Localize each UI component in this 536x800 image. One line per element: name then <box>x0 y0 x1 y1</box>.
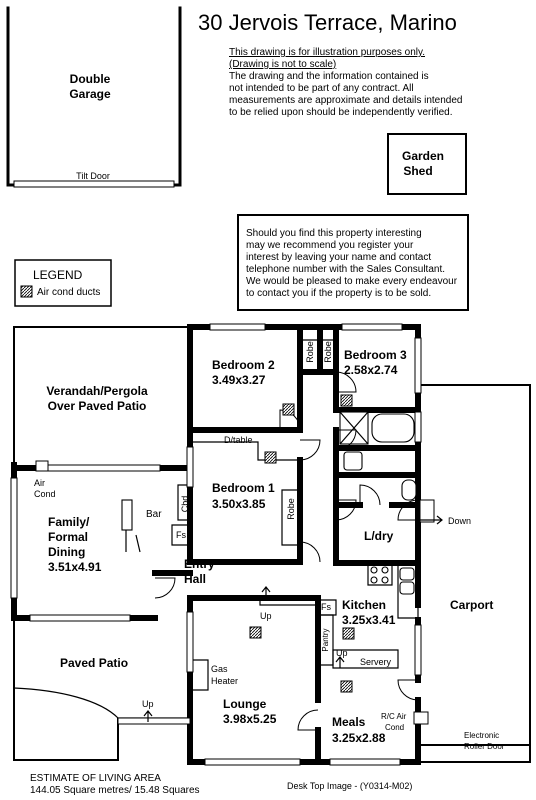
tilt-door-label: Tilt Door <box>76 171 110 181</box>
bar-label: Bar <box>146 509 162 520</box>
disclaimer-line-5: measurements are approximate and details… <box>229 95 462 106</box>
garden-shed: Garden Shed <box>387 133 467 195</box>
disclaimer-line-6: to be relied upon should be independentl… <box>229 107 453 118</box>
bathroom-fixtures <box>339 411 417 595</box>
air-duct-icon <box>342 627 355 640</box>
lounge-name: Lounge <box>223 697 267 711</box>
robe-label-bedroom1: Robe <box>286 498 296 520</box>
toilet-icon <box>401 479 417 501</box>
robe-label-bedroom3: Robe <box>323 341 333 363</box>
notice-box: Should you find this property interestin… <box>237 214 469 311</box>
carport-name: Carport <box>450 598 493 612</box>
shed-label-1: Garden <box>402 149 444 163</box>
verandah-label-1: Verandah/Pergola <box>46 384 148 398</box>
family-label-1: Family/ <box>48 515 90 529</box>
rc-aircond-label-1: R/C Air <box>381 712 407 721</box>
air-duct-icon <box>282 403 295 416</box>
air-duct-icon <box>264 451 277 464</box>
gas-heater-label-2: Heater <box>211 676 238 686</box>
family-label-3: Dining <box>48 545 85 559</box>
rc-aircond-label-2: Cond <box>385 723 404 732</box>
bedroom1-name: Bedroom 1 <box>212 481 275 495</box>
notice-line-6: to contact you if the property is to be … <box>246 288 431 299</box>
roller-door-label-2: Roller Door <box>464 742 505 751</box>
garage-label-1: Double <box>70 72 111 86</box>
estimate-title: ESTIMATE OF LIVING AREA <box>30 773 161 784</box>
kitchen-size: 3.25x3.41 <box>342 613 396 627</box>
direction-arrows <box>143 515 443 722</box>
bathtub-icon <box>371 413 415 443</box>
image-reference: Desk Top Image - (Y0314-M02) <box>287 781 412 791</box>
aircond-label-1: Air <box>34 478 45 488</box>
laundry-name: L/dry <box>364 529 394 543</box>
shed-label-2: Shed <box>403 164 432 178</box>
notice-line-3: interest by leaving your name and contac… <box>246 252 431 263</box>
disclaimer-line-3: The drawing and the information containe… <box>229 71 429 82</box>
sink-icon <box>399 567 415 581</box>
notice-line-2: may we recommend you register your <box>246 240 414 251</box>
interior-details <box>13 339 531 763</box>
air-duct-icon <box>340 394 353 407</box>
dtable-label: D/table <box>224 435 253 445</box>
disclaimer-line-1: This drawing is for illustration purpose… <box>229 47 425 58</box>
disclaimer-line-4: not intended to be part of any contract.… <box>229 83 414 94</box>
bedroom1-size: 3.50x3.85 <box>212 497 266 511</box>
entry-label-2: Hall <box>184 572 206 586</box>
notice-line-5: We would be pleased to make every endeav… <box>246 276 458 287</box>
legend: LEGEND Air cond ducts <box>14 259 112 307</box>
disclaimer-line-2: (Drawing is not to scale) <box>229 59 336 70</box>
family-label-2: Formal <box>48 530 88 544</box>
patio-name: Paved Patio <box>60 656 128 670</box>
up-label-kitchen: Up <box>336 648 348 658</box>
family-size: 3.51x4.91 <box>48 560 102 574</box>
meals-name: Meals <box>332 715 366 729</box>
notice-line-4: telephone number with the Sales Consulta… <box>246 264 445 275</box>
bedroom2-size: 3.49x3.27 <box>212 373 266 387</box>
estimate-value: 144.05 Square metres/ 15.48 Squares <box>30 785 200 796</box>
servery-label: Servery <box>360 657 392 667</box>
double-garage: Double Garage Tilt Door <box>6 6 182 188</box>
windows <box>10 323 422 766</box>
kitchen-name: Kitchen <box>342 598 386 612</box>
air-duct-icon <box>249 626 262 639</box>
roller-door-label-1: Electronic <box>464 731 499 740</box>
cooktop-icon <box>370 566 378 574</box>
up-label-entry: Up <box>260 611 272 621</box>
bedroom3-name: Bedroom 3 <box>344 348 407 362</box>
fs-label-entry: Fs <box>176 530 186 540</box>
meals-size: 3.25x2.88 <box>332 731 386 745</box>
verandah-label-2: Over Paved Patio <box>48 399 147 413</box>
doors <box>154 371 435 731</box>
fs-label-kitchen: Fs <box>321 602 331 612</box>
lounge-size: 3.98x5.25 <box>223 712 277 726</box>
aircond-label-2: Cond <box>34 489 56 499</box>
pantry-label: Pantry <box>321 628 330 651</box>
legend-item: Air cond ducts <box>37 287 100 298</box>
bedroom3-size: 2.58x2.74 <box>344 363 398 377</box>
rc-air-cond-unit-icon <box>413 711 429 725</box>
up-label-patio: Up <box>142 699 154 709</box>
legend-title: LEGEND <box>33 268 83 282</box>
robe-label-bedroom2: Robe <box>305 341 315 363</box>
air-duct-markers <box>35 394 429 725</box>
down-label: Down <box>448 516 471 526</box>
air-duct-icon <box>340 680 353 693</box>
air-duct-icon <box>20 285 33 298</box>
entry-label-1: Entry <box>184 557 215 571</box>
bedroom2-name: Bedroom 2 <box>212 358 275 372</box>
gas-heater-label-1: Gas <box>211 664 228 674</box>
cbd-label: Cbd <box>180 496 190 513</box>
air-cond-unit-icon <box>35 460 49 472</box>
notice-line-1: Should you find this property interestin… <box>246 228 422 239</box>
plan-title: 30 Jervois Terrace, Marino <box>198 10 457 35</box>
basin-icon <box>343 451 363 471</box>
garage-label-2: Garage <box>69 87 111 101</box>
